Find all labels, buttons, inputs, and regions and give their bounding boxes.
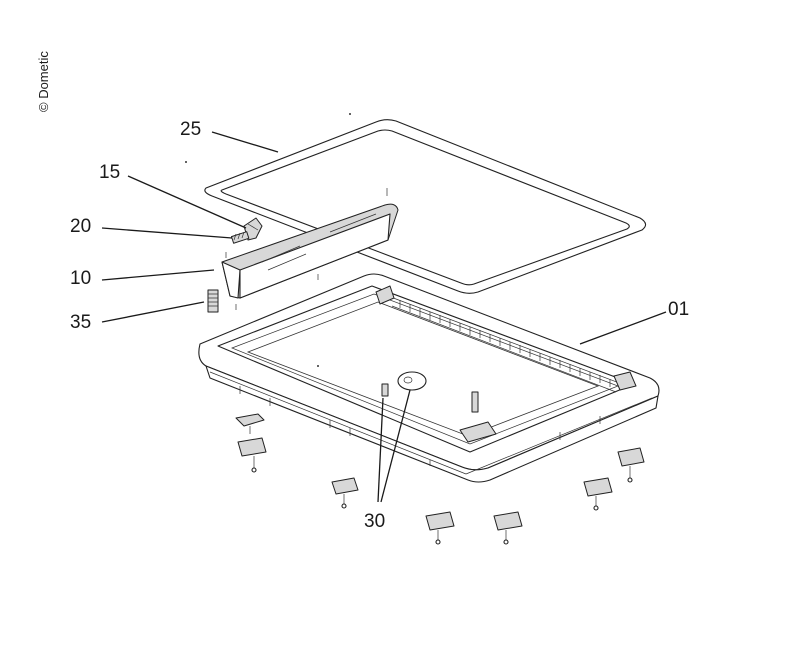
callout-35: 35 xyxy=(70,312,91,333)
clip xyxy=(617,447,645,483)
leader-10 xyxy=(101,269,215,281)
leader-20 xyxy=(101,227,233,239)
clip xyxy=(493,511,523,545)
leader-01 xyxy=(579,311,667,345)
callout-labels: 25 15 20 10 35 01 30 xyxy=(70,119,689,532)
callout-20: 20 xyxy=(70,216,91,237)
leader-lines xyxy=(101,131,667,503)
part-01-main-frame xyxy=(198,273,660,483)
leader-35 xyxy=(101,301,205,323)
part-10-bracket xyxy=(221,188,399,310)
part-35-spring xyxy=(207,289,219,313)
clip xyxy=(583,477,613,511)
copyright-text: © Dometic xyxy=(36,51,51,112)
callout-25: 25 xyxy=(180,119,201,140)
callout-30: 30 xyxy=(364,511,385,532)
clip xyxy=(235,413,265,434)
part-20-spring xyxy=(230,231,250,244)
leader-25 xyxy=(211,131,279,153)
hinge-rail-teeth xyxy=(399,300,611,387)
part-30-clips xyxy=(235,413,645,545)
part-25-seal-frame xyxy=(204,119,647,294)
leader-15 xyxy=(127,175,247,229)
callout-10: 10 xyxy=(70,268,91,289)
clip xyxy=(331,477,359,509)
clip xyxy=(425,511,455,545)
clip xyxy=(237,437,267,473)
callout-15: 15 xyxy=(99,162,120,183)
leader-30b xyxy=(380,389,411,503)
leader-30a xyxy=(377,397,384,503)
callout-01: 01 xyxy=(668,299,689,320)
